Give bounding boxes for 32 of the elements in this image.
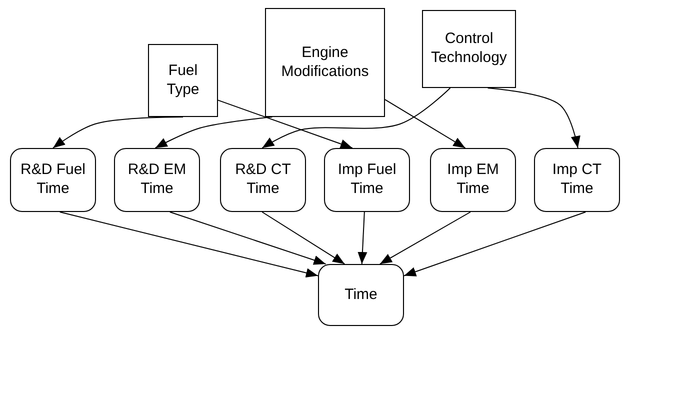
arrow [384, 99, 466, 148]
node-label: Imp EM Time [446, 161, 500, 199]
arrow [218, 100, 353, 148]
node-label: Engine Modifications [280, 44, 370, 82]
node-label: Imp Fuel Time [336, 161, 398, 199]
arrow [59, 212, 318, 278]
rounded-process-box [114, 148, 200, 212]
arrow [52, 116, 184, 148]
rounded-process-box [324, 148, 410, 212]
node-label: Imp CT Time [551, 161, 603, 199]
process-box [422, 10, 516, 88]
arrow [262, 212, 346, 264]
node-label: Time [344, 286, 378, 304]
rounded-process-box [10, 148, 96, 212]
node-label: R&D EM Time [126, 161, 188, 199]
rounded-process-box [220, 148, 306, 212]
arrow [154, 116, 273, 148]
arrow [404, 212, 586, 276]
arrow [262, 88, 451, 148]
process-box [148, 44, 218, 117]
arrow [169, 212, 326, 265]
node-label: R&D CT Time [234, 161, 292, 199]
rounded-process-box [318, 264, 404, 326]
node-label: Fuel Type [166, 62, 200, 100]
arrow [379, 212, 471, 264]
arrow [358, 212, 368, 264]
arrow [487, 88, 580, 148]
process-box [265, 8, 385, 117]
rounded-process-box [430, 148, 516, 212]
rounded-process-box [534, 148, 620, 212]
node-label: R&D Fuel Time [19, 161, 87, 199]
node-label: Control Technology [430, 30, 508, 68]
